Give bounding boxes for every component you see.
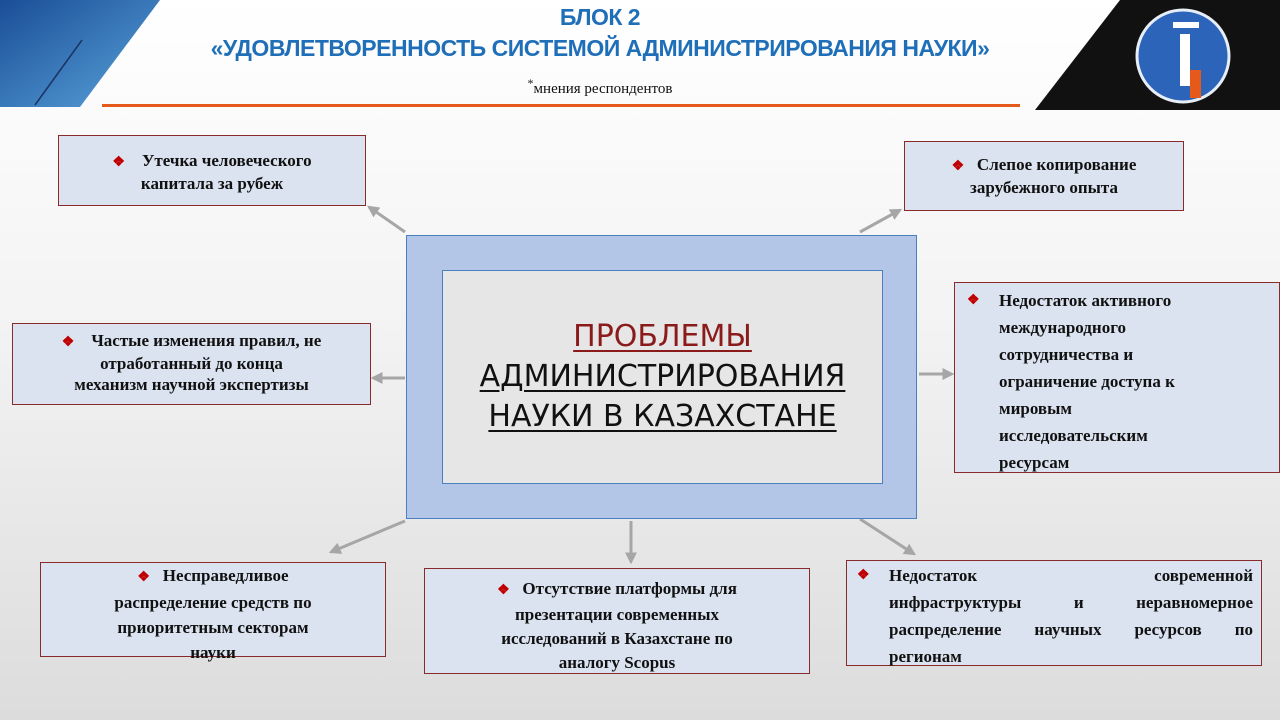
diamond-bullet-icon: ❖: [137, 570, 150, 585]
central-topic-line3: НАУКИ В КАЗАХСТАНЕ: [488, 399, 837, 434]
problem-text-line: зарубежного опыта: [970, 178, 1118, 197]
problem-text-line: презентации современных: [515, 605, 719, 624]
central-topic: ПРОБЛЕМЫ АДМИНИСТРИРОВАНИЯ НАУКИ В КАЗАХ…: [442, 270, 883, 484]
problem-text-line: Несправедливое: [162, 566, 289, 585]
problem-text-line: мировым: [999, 399, 1072, 418]
arrow-to-infrastructure: [859, 517, 917, 556]
problem-text-line: приоритетным секторам: [117, 618, 309, 637]
problem-text-line: отработанный до конца: [100, 354, 283, 373]
problem-text-line: Недостаток современной: [889, 566, 1253, 585]
subtitle: *мнения респондентов: [450, 76, 750, 98]
corner-decoration-left: [0, 0, 160, 107]
problem-text-line: ресурсам: [999, 453, 1070, 472]
problem-text-line: исследований в Казахстане по: [501, 629, 733, 648]
arrow-to-unfair-distribution: [328, 519, 406, 554]
problem-text-line: капитала за рубеж: [140, 174, 284, 193]
problem-text-line: исследовательским: [999, 426, 1148, 445]
problem-text-line: сотрудничества и: [999, 345, 1134, 364]
central-topic-line2: АДМИНИСТРИРОВАНИЯ: [479, 359, 846, 394]
arrow-to-blind-copying: [859, 208, 903, 234]
problem-text-line: Слепое копирование: [976, 155, 1137, 174]
diamond-bullet-icon: ❖: [112, 155, 125, 170]
problem-text-line: науки: [190, 643, 236, 662]
diamond-bullet-icon: ❖: [951, 159, 965, 174]
problem-no-platform: ❖ Отсутствие платформы для презентации с…: [424, 568, 810, 674]
central-topic-line1: ПРОБЛЕМЫ: [573, 319, 752, 354]
diamond-bullet-icon: ❖: [857, 568, 870, 583]
problem-text-line: ограничение доступа к: [999, 372, 1175, 391]
problem-international-cooperation: ❖ Недостаток активного международного со…: [954, 282, 1280, 473]
problem-text-line: Недостаток активного: [999, 291, 1172, 310]
problem-text-line: Утечка человеческого: [141, 151, 312, 170]
problem-text-line: Частые изменения правил, не: [91, 331, 322, 350]
problem-blind-copying: ❖ Слепое копирование зарубежного опыта: [904, 141, 1184, 211]
problem-text-line: распределение средств по: [114, 593, 312, 612]
problem-text-line: распределение научных ресурсов по: [889, 620, 1253, 639]
problem-text-line: международного: [999, 318, 1127, 337]
slide-title-block: БЛОК 2: [559, 4, 641, 30]
problem-text-line: регионам: [889, 647, 962, 666]
problem-unfair-distribution: ❖ Несправедливое распределение средств п…: [40, 562, 386, 662]
diamond-bullet-icon: ❖: [497, 583, 510, 598]
subtitle-text: мнения респондентов: [533, 81, 673, 97]
subtitle-star: *: [527, 76, 534, 90]
slide-title: «УДОВЛЕТВОРЕННОСТЬ СИСТЕМОЙ АДМИНИСТРИРО…: [210, 35, 990, 61]
problem-text-line: инфраструктуры и неравномерное: [889, 593, 1253, 612]
problem-infrastructure: ❖ Недостаток современной инфраструктуры …: [846, 560, 1262, 666]
arrow-to-brain-drain: [367, 205, 406, 234]
diamond-bullet-icon: ❖: [967, 293, 980, 308]
problem-brain-drain: ❖ Утечка человеческого капитала за рубеж: [58, 135, 366, 206]
problem-text-line: Отсутствие платформы для: [522, 579, 737, 598]
problem-text-line: механизм научной экспертизы: [74, 375, 309, 394]
problem-rule-changes: ❖ Частые изменения правил, не отработанн…: [12, 323, 371, 405]
logo: [1035, 0, 1280, 110]
problem-text-line: аналогу Scopus: [558, 653, 676, 672]
diamond-bullet-icon: ❖: [61, 335, 75, 350]
header-divider: [102, 104, 1020, 107]
